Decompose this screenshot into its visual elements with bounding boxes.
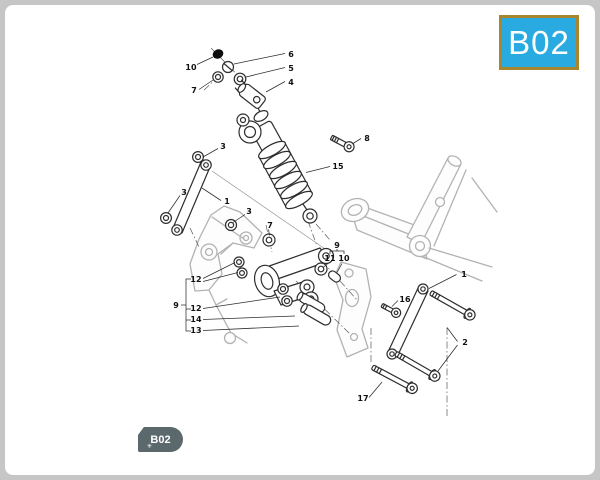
callout-3-mid: 3 [246, 207, 252, 216]
bushing-part-12-d [281, 295, 293, 307]
leader-lines [167, 53, 458, 398]
bolt-part-8 [330, 134, 355, 153]
callout-3-left: 3 [181, 188, 187, 197]
clevis-part-4 [234, 79, 266, 109]
callout-9-right: 9 [334, 241, 340, 250]
diagram-code-tag: B02 ✳ [138, 427, 183, 452]
bolt-part-2-lower [394, 351, 441, 382]
bushing-part-11 [314, 262, 328, 276]
nut-part-3-top [192, 151, 205, 164]
callout-7-mid: 7 [267, 221, 273, 230]
shock-absorber [236, 103, 318, 224]
bushing-part-12-a [233, 256, 245, 268]
callout-14: 14 [190, 315, 202, 324]
bolt-part-17 [371, 364, 418, 395]
callout-labels: 10 6 5 4 7 8 15 3 3 1 3 7 12 9 12 14 13 … [173, 50, 468, 403]
callout-16: 16 [399, 295, 411, 304]
callout-5: 5 [288, 64, 294, 73]
right-link-arm [386, 283, 429, 360]
page-code-label: B02 [508, 23, 570, 61]
callout-7: 7 [191, 86, 197, 95]
bolts [330, 134, 476, 395]
callout-4: 4 [288, 78, 294, 87]
callout-8: 8 [364, 134, 370, 143]
page-code-badge: B02 [499, 15, 579, 70]
nut-part-7 [212, 71, 224, 83]
callout-9-left: 9 [173, 301, 179, 310]
callout-10-right: 10 [338, 254, 350, 263]
spacer-part-10 [327, 270, 342, 283]
callout-6: 6 [288, 50, 294, 59]
nut-part-7-mid [262, 233, 276, 247]
mount-plate [333, 261, 372, 358]
bushing-part-12-c [277, 283, 289, 295]
callout-2: 2 [462, 338, 468, 347]
rocker-linkage [224, 218, 342, 326]
callout-10: 10 [185, 63, 197, 72]
callout-1-right: 1 [461, 270, 467, 279]
diagram-card [5, 5, 595, 475]
callout-15: 15 [332, 162, 344, 171]
swingarm [340, 155, 498, 282]
left-link-arm [160, 151, 212, 236]
diagram-code-label: B02 [150, 433, 171, 446]
rubber-cap-part-10 [212, 49, 224, 59]
top-hardware [212, 49, 266, 109]
callout-11: 11 [324, 254, 336, 263]
callout-17: 17 [357, 394, 368, 403]
bolt-part-2-upper [429, 290, 476, 321]
callout-13: 13 [190, 326, 201, 335]
callout-1-left: 1 [224, 197, 230, 206]
callout-12-mid: 12 [190, 304, 201, 313]
bolt-part-16 [380, 303, 402, 318]
callout-12-top: 12 [190, 275, 201, 284]
callout-3-top: 3 [220, 142, 226, 151]
asterisk-icon: ✳ [147, 444, 153, 450]
nut-part-3-left [160, 212, 173, 225]
bushing-part-12-b [236, 267, 248, 279]
